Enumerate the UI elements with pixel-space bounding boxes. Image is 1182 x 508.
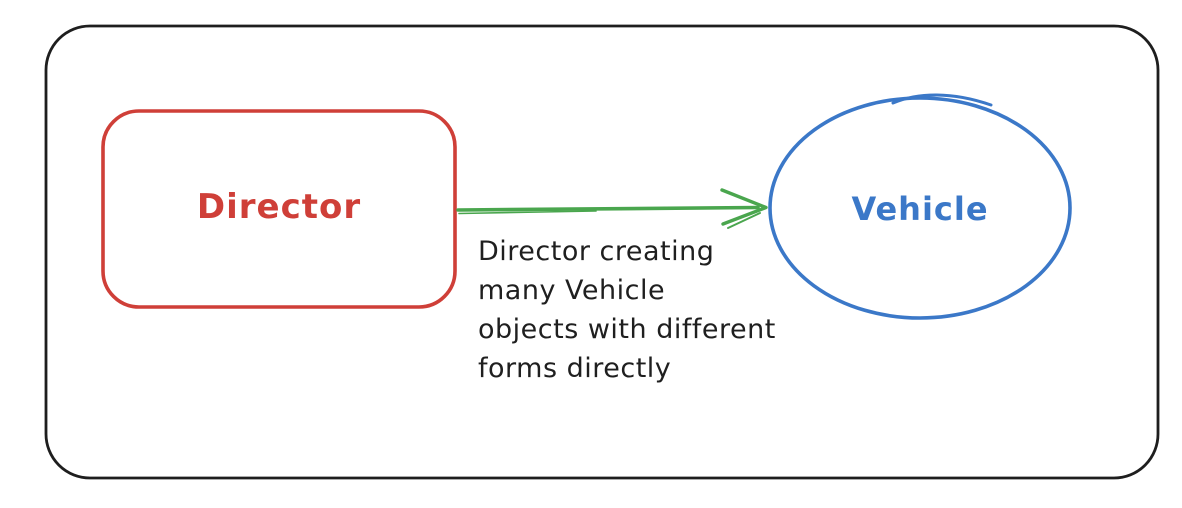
arrow-annotation-line: Director creating: [478, 236, 714, 267]
vehicle-label: Vehicle: [851, 190, 988, 228]
director-label: Director: [197, 187, 361, 227]
flow-arrow-overlap-stroke: [458, 210, 597, 215]
flow-arrow: [456, 188, 768, 229]
flow-arrow-head: [720, 188, 768, 226]
flow-arrow-shaft: [456, 205, 760, 212]
director-box: [101, 109, 457, 309]
vehicle-ellipse: [768, 96, 1072, 320]
arrow-annotation-line: many Vehicle: [478, 275, 665, 306]
arrow-annotation: Director creating many Vehicle objects w…: [478, 236, 776, 384]
arrow-annotation-line: forms directly: [478, 353, 671, 384]
vehicle-ellipse-overlap-stroke: [891, 93, 993, 107]
flow-arrow-head-overlap: [727, 212, 761, 229]
outer-frame: [44, 24, 1160, 480]
arrow-annotation-line: objects with different: [478, 314, 776, 345]
